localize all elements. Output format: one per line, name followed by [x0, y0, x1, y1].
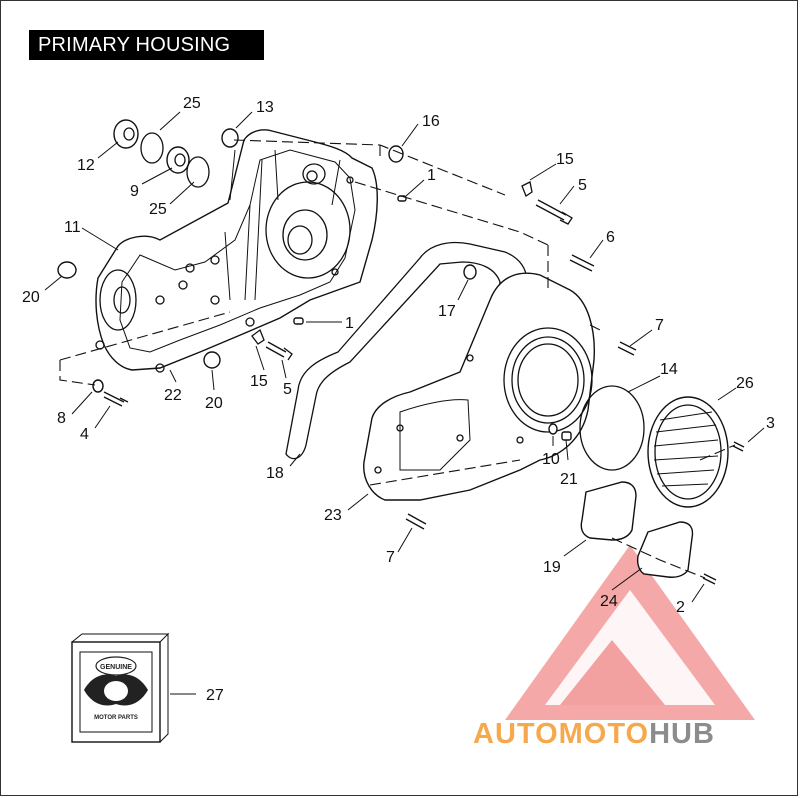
callout-2: 2 — [676, 599, 685, 616]
screw-5b — [265, 341, 293, 361]
callout-22: 22 — [164, 387, 182, 404]
retaining-ring-25a — [140, 132, 164, 164]
screw-2 — [702, 573, 717, 585]
package-line1: GENUINE — [100, 664, 132, 671]
callout-21: 21 — [560, 471, 578, 488]
leader-lines — [44, 111, 765, 695]
callout-27: 27 — [206, 687, 224, 704]
callout-18: 18 — [266, 465, 284, 482]
gasket-14 — [579, 385, 645, 471]
bearing-9 — [166, 146, 190, 174]
callout-16: 16 — [422, 113, 440, 130]
screw-3 — [732, 441, 745, 452]
callout-7b: 7 — [386, 549, 395, 566]
callout-15b: 15 — [250, 373, 268, 390]
bearing-20b — [203, 351, 221, 369]
callout-9: 9 — [130, 183, 139, 200]
callout-20b: 20 — [205, 395, 223, 412]
screw-7b — [405, 513, 427, 530]
screw-5a — [535, 199, 573, 225]
callout-20a: 20 — [22, 289, 40, 306]
bearing-20a — [57, 261, 77, 279]
callout-25b: 25 — [149, 201, 167, 218]
callout-4: 4 — [80, 426, 89, 443]
inspection-cover-24 — [636, 521, 694, 578]
callout-15a: 15 — [556, 151, 574, 168]
callout-11: 11 — [64, 219, 81, 236]
bushing-16 — [388, 145, 404, 163]
callout-26: 26 — [736, 375, 754, 392]
callout-12: 12 — [77, 157, 95, 174]
callout-13: 13 — [256, 99, 274, 116]
screw-4 — [103, 391, 129, 407]
callout-1a: 1 — [427, 167, 436, 184]
callout-1b: 1 — [345, 315, 354, 332]
callout-7a: 7 — [655, 317, 664, 334]
oring-10 — [548, 423, 558, 435]
callout-19: 19 — [543, 559, 561, 576]
callout-10: 10 — [542, 451, 560, 468]
clip-15a — [521, 181, 533, 197]
callout-5b: 5 — [283, 381, 292, 398]
derby-cover-26 — [647, 396, 729, 508]
callout-6: 6 — [606, 229, 615, 246]
gasket-19 — [580, 481, 637, 541]
callout-3: 3 — [766, 415, 775, 432]
package-line2: MOTOR PARTS — [94, 715, 138, 721]
retaining-ring-25b — [186, 156, 210, 188]
alignment-lines — [59, 139, 736, 579]
diagram-title: PRIMARY HOUSING — [29, 30, 264, 60]
callout-24: 24 — [600, 593, 618, 610]
plug-21 — [561, 431, 572, 441]
watermark-logo: AUTOMOTOHUB — [473, 718, 715, 751]
parts-package-27: GENUINE MOTOR PARTS — [71, 632, 170, 743]
screw-6 — [569, 254, 595, 272]
watermark-triangle — [505, 545, 755, 720]
inner-primary-housing — [95, 129, 378, 373]
outer-primary-cover — [363, 272, 595, 501]
dowel-1b — [293, 317, 304, 325]
seal-13 — [221, 128, 239, 148]
callout-25a: 25 — [183, 95, 201, 112]
callout-5a: 5 — [578, 177, 587, 194]
screw-7a — [617, 341, 637, 356]
washer-8 — [92, 379, 104, 393]
watermark-part1: AUTOMOTO — [473, 718, 650, 750]
callout-14: 14 — [660, 361, 678, 378]
bearing-12 — [113, 119, 139, 149]
callout-8: 8 — [57, 410, 66, 427]
callout-17: 17 — [438, 303, 456, 320]
callout-23: 23 — [324, 507, 342, 524]
callout-labels: 25 13 16 12 9 25 1 15 5 11 6 20 17 1 7 1… — [22, 95, 775, 704]
clip-15b — [251, 328, 265, 345]
bushing-17 — [463, 264, 477, 280]
watermark-part2: HUB — [649, 718, 715, 750]
